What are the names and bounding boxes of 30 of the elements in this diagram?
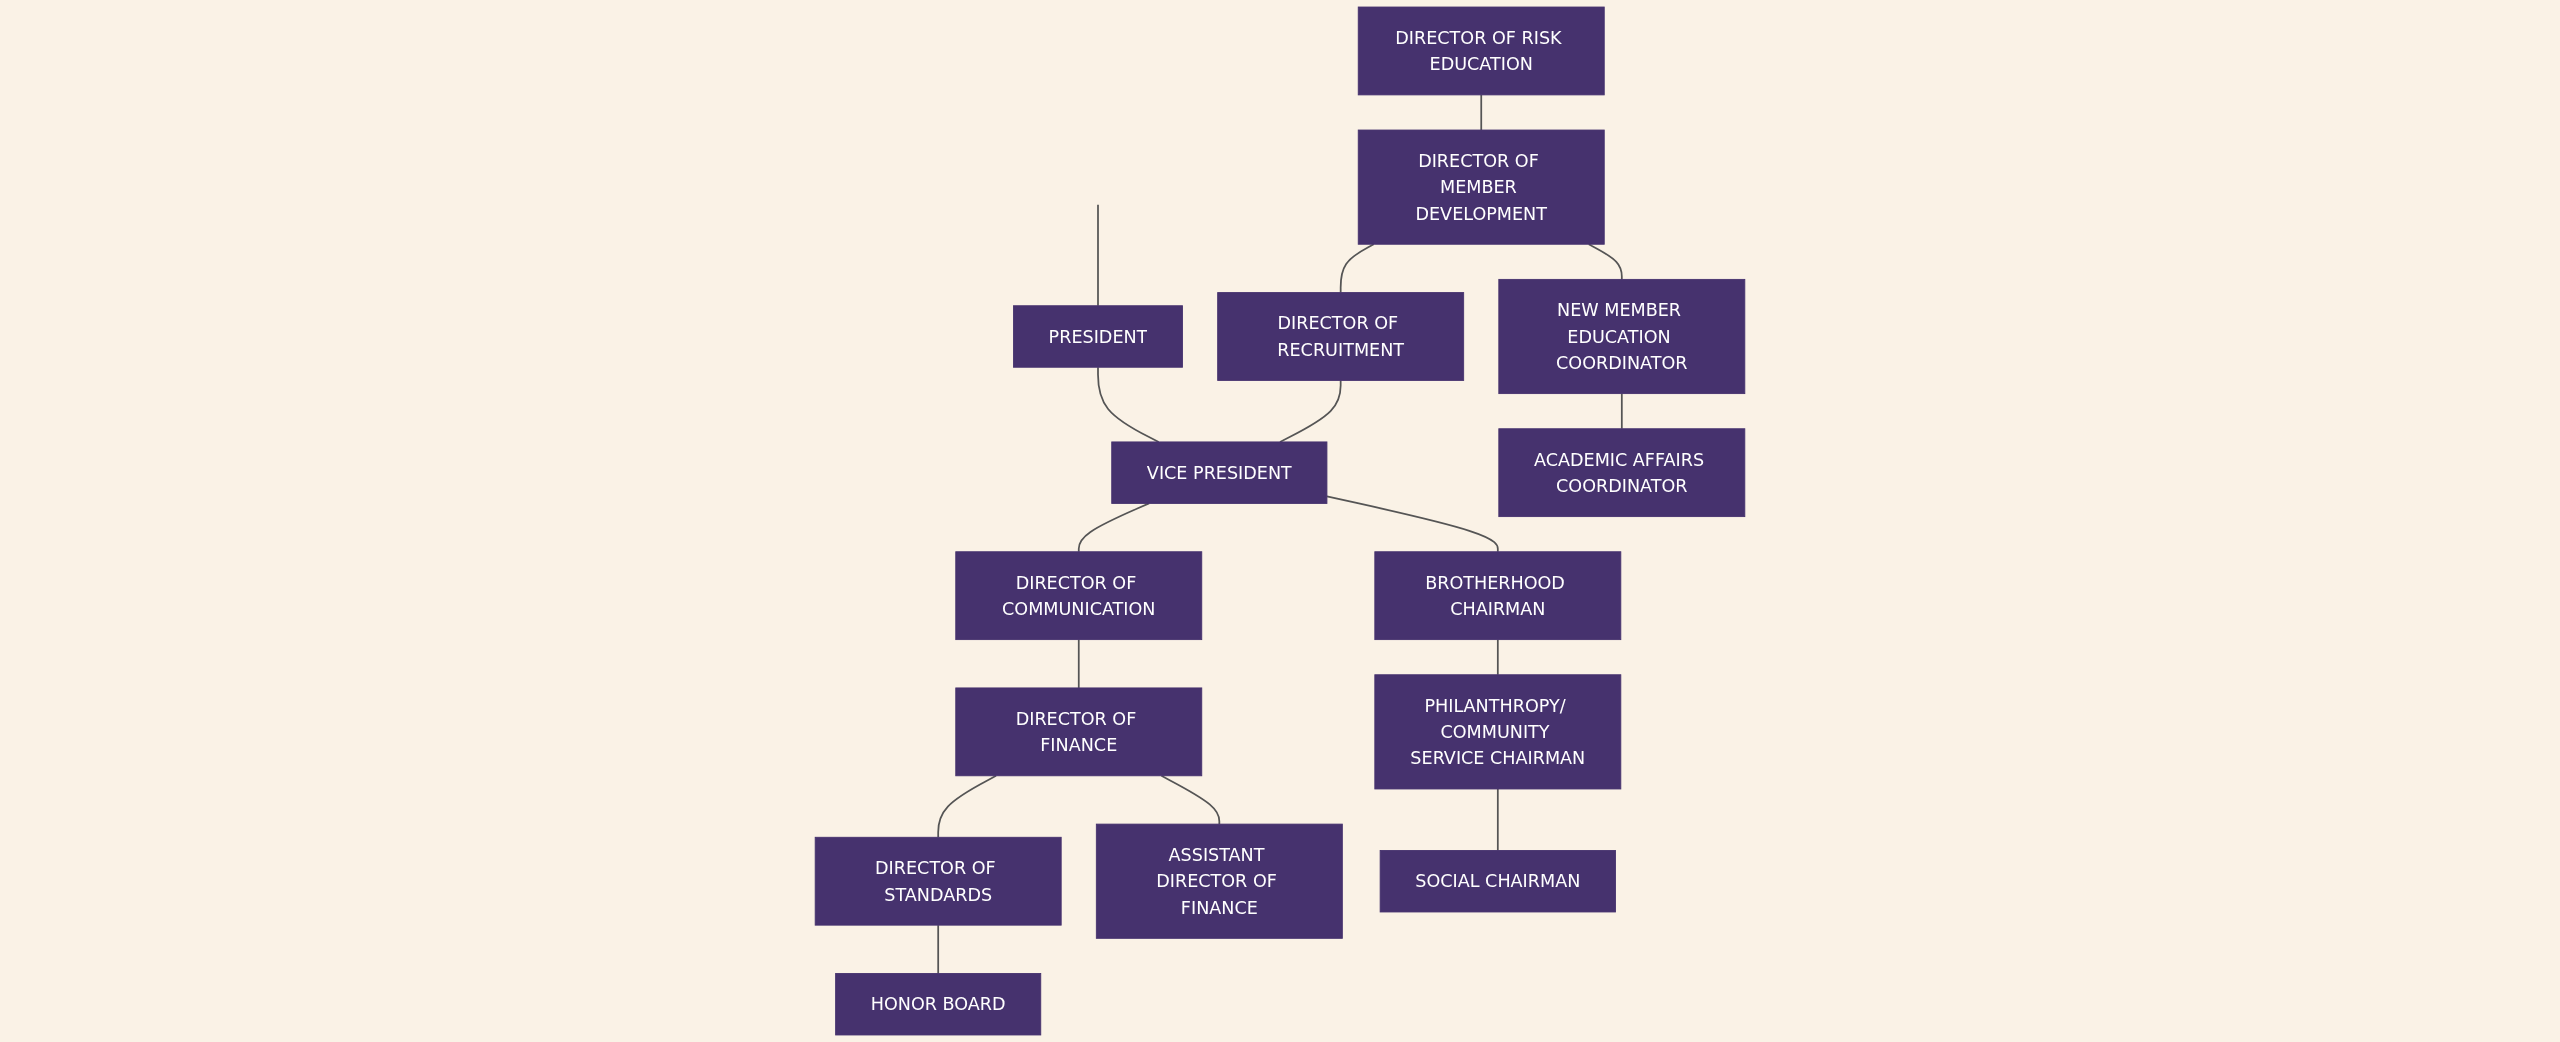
node-box: ACADEMIC AFFAIRS COORDINATOR: [1498, 428, 1746, 518]
node-box: VICE PRESIDENT: [1111, 441, 1328, 504]
connector: [937, 774, 997, 839]
connector: [1587, 243, 1623, 281]
connector: [1097, 366, 1160, 443]
node-box: DIRECTOR OF STANDARDS: [814, 836, 1062, 926]
connector: [937, 924, 940, 975]
connector: [1097, 203, 1099, 307]
connector: [1496, 788, 1499, 852]
node-box: NEW MEMBER EDUCATION COORDINATOR: [1498, 278, 1746, 395]
node-box: PRESIDENT: [1013, 305, 1183, 368]
node-box: BROTHERHOOD CHAIRMAN: [1374, 551, 1622, 641]
connector: [1160, 774, 1221, 825]
connector: [1279, 379, 1342, 443]
node-box: DIRECTOR OF RISK EDUCATION: [1357, 6, 1605, 96]
node-box: DIRECTOR OF FINANCE: [955, 687, 1203, 777]
connector: [1077, 502, 1150, 553]
connector: [1496, 638, 1499, 676]
connector: [1326, 495, 1499, 553]
connector: [1620, 392, 1623, 430]
node-box: DIRECTOR OF MEMBER DEVELOPMENT: [1357, 129, 1605, 245]
node-box: ASSISTANT DIRECTOR OF FINANCE: [1095, 823, 1343, 939]
node-box: PHILANTHROPY/ COMMUNITY SERVICE CHAIRMAN: [1374, 674, 1622, 790]
node-box: HONOR BOARD: [835, 973, 1042, 1036]
connector: [1077, 638, 1080, 689]
node-box: DIRECTOR OF RECRUITMENT: [1217, 292, 1465, 381]
node-box: DIRECTOR OF COMMUNICATION: [955, 551, 1203, 641]
node-box: SOCIAL CHAIRMAN: [1379, 850, 1616, 913]
connector: [1339, 243, 1375, 294]
connector: [1480, 94, 1483, 131]
